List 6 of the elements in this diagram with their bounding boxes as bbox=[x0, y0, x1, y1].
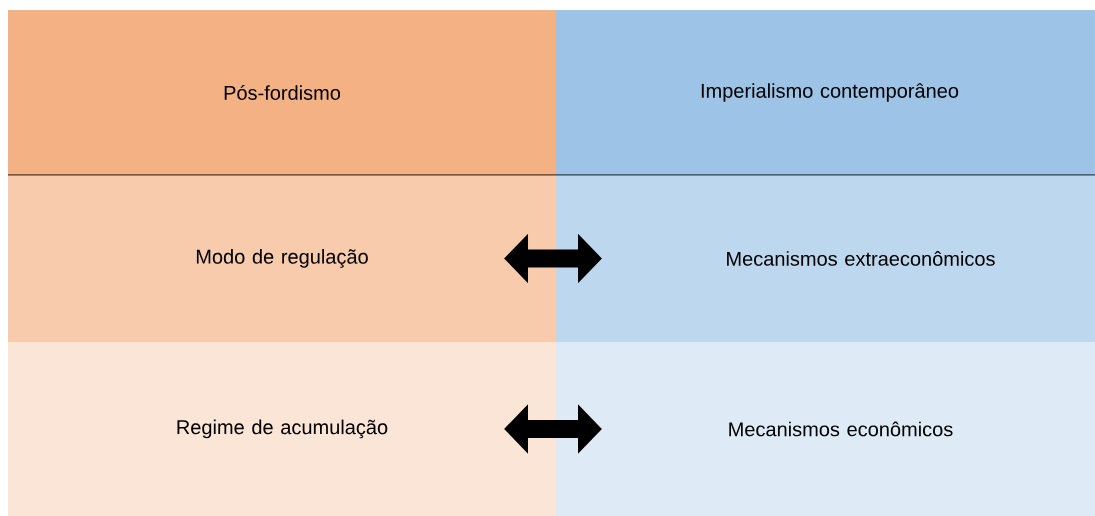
table-cell: Mecanismos econômicos bbox=[556, 342, 1095, 516]
header-cell: Pós-fordismo bbox=[8, 10, 556, 175]
table-cell: Regime de acumulação bbox=[8, 342, 556, 516]
table-cell: Mecanismos extraeconômicos bbox=[556, 175, 1095, 342]
header-cell: Imperialismo contemporâneo bbox=[556, 10, 1095, 175]
table-cell: Modo de regulação bbox=[8, 175, 556, 342]
